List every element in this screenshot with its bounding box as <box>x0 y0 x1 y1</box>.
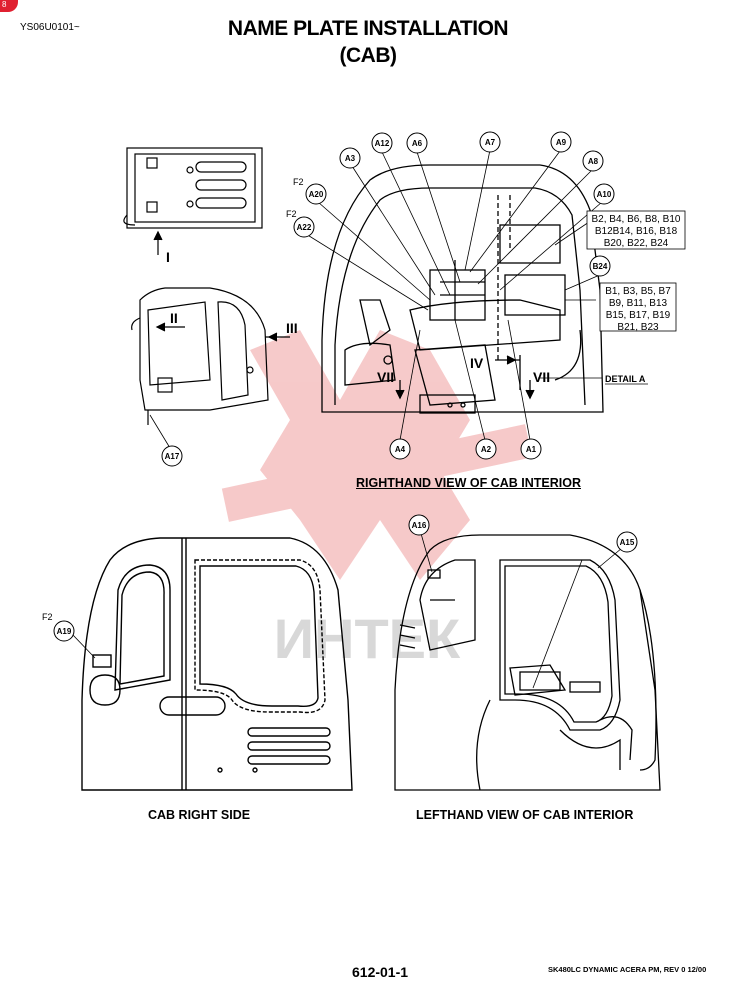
arrow-label-iii: III <box>286 320 298 336</box>
cab-right-side-view <box>81 537 353 791</box>
flag-f2-a20: F2 <box>293 177 304 187</box>
b-list-even-3: B20, B22, B24 <box>604 238 669 249</box>
corner-badge: 8 <box>0 0 18 12</box>
revision-note: SK480LC DYNAMIC ACERA PM, REV 0 12/00 <box>548 965 707 974</box>
b-list-even-box <box>586 210 686 250</box>
callout-a2: A2 <box>481 445 492 454</box>
b-list-odd-3: B15, B17, B19 <box>606 310 671 321</box>
b-list-odd-box <box>599 282 677 332</box>
arrow-label-i: I <box>166 249 170 265</box>
page-subtitle: (CAB) <box>339 44 397 67</box>
callout-b24: B24 <box>593 262 608 271</box>
callout-leader-lines <box>305 149 603 441</box>
callout-a10: A10 <box>597 190 612 199</box>
righthand-interior-view <box>321 164 604 414</box>
b-list-odd-4: B21, B23 <box>617 322 659 333</box>
callout-bubbles-righthand <box>293 131 615 460</box>
callout-a9: A9 <box>556 138 567 147</box>
callout-a6: A6 <box>412 139 423 148</box>
arrow-label-ii: II <box>170 310 178 326</box>
b-list-even-2: B12B14, B16, B18 <box>595 226 678 237</box>
callout-a22: A22 <box>297 223 312 232</box>
callout-a15: A15 <box>620 538 635 547</box>
b-list-odd-1: B1, B3, B5, B7 <box>605 286 671 297</box>
callout-a1: A1 <box>526 445 537 454</box>
lefthand-view-caption: LEFTHAND VIEW OF CAB INTERIOR <box>416 808 634 822</box>
callout-a8: A8 <box>588 157 599 166</box>
page-number: 612-01-1 <box>352 964 409 980</box>
arrow-label-vii-left: VII <box>377 369 394 385</box>
lefthand-interior-view <box>394 534 661 791</box>
cab-top-view <box>123 147 263 255</box>
cab-exterior-view <box>131 287 290 425</box>
b-list-odd-2: B9, B11, B13 <box>609 298 668 309</box>
callout-a20: A20 <box>309 190 324 199</box>
callout-a16: A16 <box>412 521 427 530</box>
cab-right-side-caption: CAB RIGHT SIDE <box>148 808 251 822</box>
detail-a-label: DETAIL A <box>605 374 646 384</box>
callout-a3: A3 <box>345 154 356 163</box>
page-title: NAME PLATE INSTALLATION <box>227 17 509 40</box>
callout-a17: A17 <box>165 452 180 461</box>
watermark-text: ИНТЕК <box>274 607 461 670</box>
callout-a4: A4 <box>395 445 406 454</box>
callout-a12: A12 <box>375 139 390 148</box>
callout-a7: A7 <box>485 138 496 147</box>
callout-a19: A19 <box>57 627 72 636</box>
flag-f2-a19: F2 <box>42 612 53 622</box>
arrow-label-iv: IV <box>470 355 484 371</box>
doc-code: YS06U0101~ <box>20 22 80 33</box>
righthand-view-caption: RIGHTHAND VIEW OF CAB INTERIOR <box>356 476 581 490</box>
arrow-label-vii-right: VII <box>533 369 550 385</box>
b-list-even-1: B2, B4, B6, B8, B10 <box>592 214 681 225</box>
flag-f2-a22: F2 <box>286 209 297 219</box>
